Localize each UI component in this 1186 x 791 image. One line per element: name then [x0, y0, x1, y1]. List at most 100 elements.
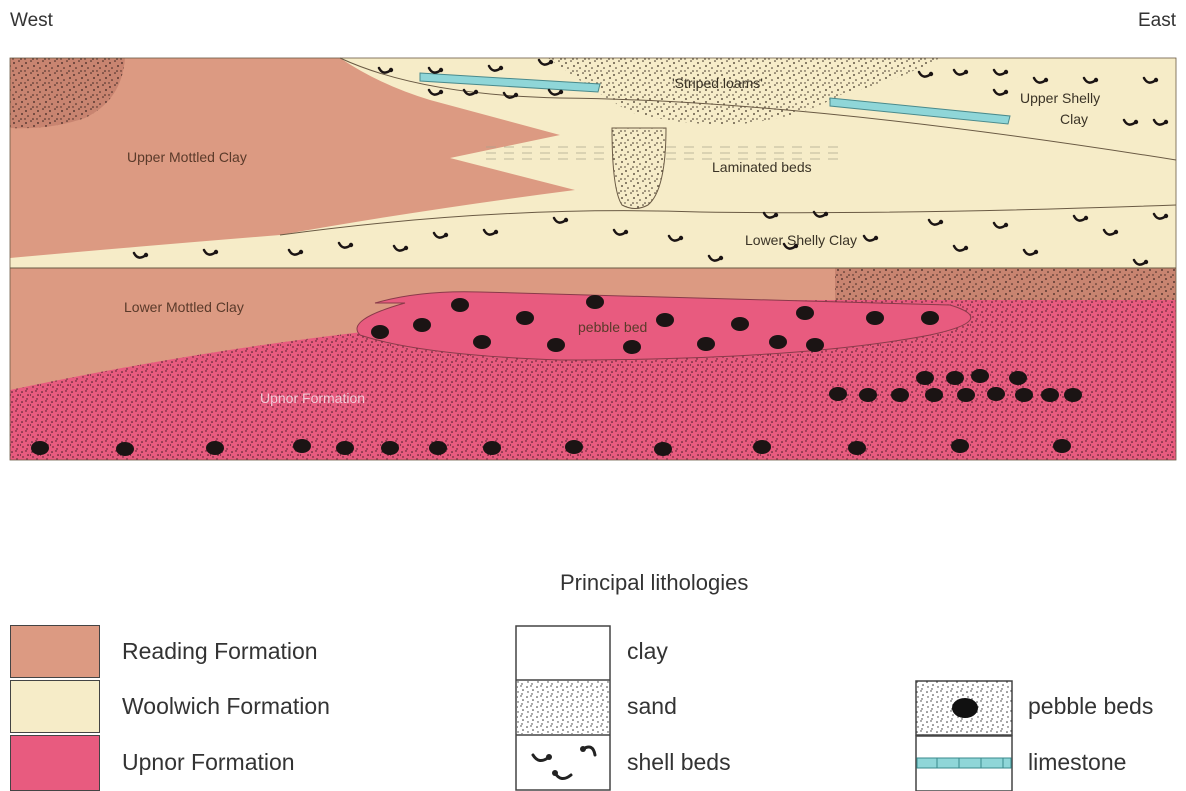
shell-head	[559, 90, 563, 94]
pebble	[516, 311, 534, 325]
pebble-limestone-swatches	[915, 680, 1013, 791]
pebble	[654, 442, 672, 456]
legend-reading-formation: Reading Formation	[122, 638, 318, 665]
shell-head	[679, 236, 683, 240]
label-lower-shelly-clay: Lower Shelly Clay	[745, 232, 857, 248]
pebble	[866, 311, 884, 325]
pebble	[848, 441, 866, 455]
pebble	[547, 338, 565, 352]
shell-head	[874, 236, 878, 240]
shell-head	[774, 213, 778, 217]
sand-patch-right	[835, 268, 1176, 300]
pebble	[916, 371, 934, 385]
pebble	[753, 440, 771, 454]
swatch-upnor-formation	[10, 735, 100, 791]
pebble	[1015, 388, 1033, 402]
label-upnor-formation: Upnor Formation	[260, 390, 365, 406]
shell-head	[1164, 214, 1168, 218]
shell-head	[404, 246, 408, 250]
shell-head	[214, 250, 218, 254]
label-upper-mottled-clay: Upper Mottled Clay	[127, 149, 247, 165]
pebble	[413, 318, 431, 332]
pebble	[429, 441, 447, 455]
pebble	[1041, 388, 1059, 402]
label-lower-mottled-clay: Lower Mottled Clay	[124, 299, 244, 315]
legend-clay: clay	[627, 638, 668, 665]
shell-head	[549, 60, 553, 64]
pebble	[656, 313, 674, 327]
shell-head	[1084, 216, 1088, 220]
shell-head	[299, 250, 303, 254]
label-upper-shelly-clay-1: Upper Shelly	[1020, 90, 1100, 106]
shell-head	[939, 220, 943, 224]
pebble	[116, 442, 134, 456]
shell-head	[1004, 70, 1008, 74]
pebble	[859, 388, 877, 402]
shell-head	[389, 68, 393, 72]
shell-head	[1154, 78, 1158, 82]
shell-head	[1094, 78, 1098, 82]
shell-head	[444, 233, 448, 237]
shell-head	[439, 68, 443, 72]
limestone-swatch	[917, 758, 1011, 768]
shell-head	[929, 72, 933, 76]
pebble	[971, 369, 989, 383]
pebble	[806, 338, 824, 352]
legend-pebble-beds: pebble beds	[1028, 693, 1153, 720]
lithology-swatches	[515, 625, 611, 791]
pebble	[829, 387, 847, 401]
pebble	[473, 335, 491, 349]
shell-head	[144, 253, 148, 257]
shell-head	[1044, 78, 1048, 82]
pebble	[381, 441, 399, 455]
label-striped-loams: 'Striped loams'	[672, 75, 763, 91]
label-pebble-bed: pebble bed	[578, 319, 647, 335]
pebble	[951, 439, 969, 453]
pebble	[586, 295, 604, 309]
pebble	[293, 439, 311, 453]
pebble	[946, 371, 964, 385]
shell-head	[494, 230, 498, 234]
shell-head	[1134, 120, 1138, 124]
swatch-woolwich-formation	[10, 680, 100, 733]
shell-head	[1144, 260, 1148, 264]
shell-head	[1034, 250, 1038, 254]
pebble	[451, 298, 469, 312]
shell-head	[1004, 223, 1008, 227]
legend-shell-beds: shell beds	[627, 749, 731, 776]
shell-head	[964, 70, 968, 74]
shell-head	[1164, 120, 1168, 124]
shell-head	[1004, 90, 1008, 94]
label-laminated-beds: Laminated beds	[712, 159, 812, 175]
shell-head	[349, 243, 353, 247]
pebble	[565, 440, 583, 454]
pebble	[1053, 439, 1071, 453]
pebble	[891, 388, 909, 402]
shell-head	[1114, 230, 1118, 234]
pebble	[957, 388, 975, 402]
shell-head	[514, 93, 518, 97]
shell-head	[964, 246, 968, 250]
pebble	[925, 388, 943, 402]
shell-head	[439, 90, 443, 94]
pebble	[336, 441, 354, 455]
pebble	[921, 311, 939, 325]
shell-head	[499, 66, 503, 70]
label-upper-shelly-clay-2: Clay	[1060, 111, 1088, 127]
pebble	[623, 340, 641, 354]
legend-sand: sand	[627, 693, 677, 720]
pebble	[31, 441, 49, 455]
pebble	[796, 306, 814, 320]
legend-woolwich-formation: Woolwich Formation	[122, 693, 330, 720]
sand-swatch	[517, 681, 609, 734]
shell-head	[564, 218, 568, 222]
pebble	[1009, 371, 1027, 385]
pebble	[769, 335, 787, 349]
pebble	[206, 441, 224, 455]
shell-head	[719, 256, 723, 260]
shell-head	[624, 230, 628, 234]
shell-head	[824, 212, 828, 216]
shell-head	[474, 90, 478, 94]
pebble	[697, 337, 715, 351]
pebble	[483, 441, 501, 455]
